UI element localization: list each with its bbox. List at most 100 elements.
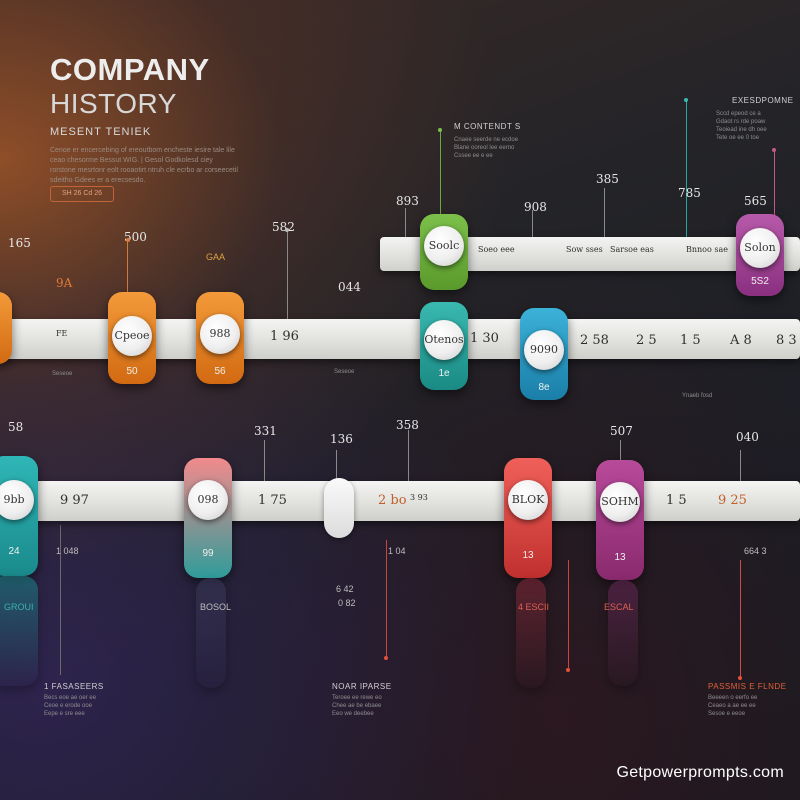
detail-number: 1 048 (56, 546, 79, 556)
footer-line: Sesoe e eeoe (708, 711, 746, 717)
tag-button[interactable]: SH 26 Cd 26 (50, 186, 114, 202)
timeline-pill[interactable]: SOHM 13 (596, 460, 644, 580)
mid-top-line: Cssee ee e ee (454, 153, 493, 159)
pill-number: 24 (8, 546, 20, 557)
detail-number: 1 04 (388, 546, 406, 556)
band-label: Sarsoe eas (610, 245, 654, 254)
connector-line (774, 150, 775, 240)
connector-line (287, 230, 288, 320)
connector-line (336, 450, 337, 480)
band-label: 1 5 (680, 333, 701, 348)
pill-number: 1e (438, 368, 450, 379)
marker-dot (738, 676, 742, 680)
connector-line (127, 240, 128, 320)
marker-dot (384, 656, 388, 660)
band-label: 3 93 (410, 493, 428, 502)
band-label: Sow sses (566, 245, 603, 254)
band-label: Soeo eee (478, 245, 515, 254)
timeline-pill[interactable] (0, 292, 12, 364)
connector-line (264, 440, 265, 482)
pill-disc: 9bb (0, 480, 34, 520)
note-text: Seseoe (52, 371, 73, 377)
pill-disc: SOHM (600, 482, 640, 522)
marker-dot (285, 228, 289, 232)
pill-disc: Soolc (424, 226, 464, 266)
connector-line (740, 560, 741, 680)
footer-line: Becs eoe ae oer ee (44, 695, 97, 701)
timeline-pill[interactable]: 9090 8e (520, 308, 568, 400)
footer-line: Ceoe e erode ooe (44, 703, 93, 709)
pill-number: 50 (126, 366, 138, 377)
mid-top-heading: M CONTENDT S (454, 122, 521, 131)
band-label: Bnnoo sae (686, 245, 728, 254)
pill-number: 5S2 (751, 276, 769, 287)
connector-line (568, 560, 569, 670)
timeline-pill[interactable]: Otenos 1e (420, 302, 468, 390)
timeline-band-bottom: 9 97 1 75 2 bo 3 93 1 5 9 25 (0, 481, 800, 521)
year-label: 58 (8, 420, 24, 434)
connector-line (440, 130, 441, 220)
year-label: 9A (56, 276, 73, 290)
connector-line (740, 450, 741, 482)
top-right-heading: EXESDPOMNE (732, 96, 794, 105)
pill-number: 13 (522, 550, 534, 561)
pill-tail (0, 576, 38, 686)
footer-heading: 1 FASASEERS (44, 682, 104, 691)
footer-line: Teroee ee rewe eo (332, 695, 382, 701)
note-text: Seseoe (334, 369, 355, 375)
footer-line: Beeeen o eerfo ee (708, 695, 758, 701)
band-label: A 8 (730, 333, 752, 348)
connector-line (532, 210, 533, 240)
timeline-pill[interactable]: Soolc (420, 214, 468, 290)
pill-disc: 9090 (524, 330, 564, 370)
year-sublabel: GAA (206, 252, 226, 262)
pill-number: 13 (614, 552, 626, 563)
page-title: COMPANY (50, 52, 210, 87)
timeline-pill[interactable]: 098 99 (184, 458, 232, 578)
timeline-pill[interactable]: 9bb 24 (0, 456, 38, 576)
timeline-pill[interactable]: Solon 5S2 (736, 214, 784, 296)
year-label: 565 (744, 194, 767, 208)
page-title-secondary: HISTORY (50, 88, 177, 119)
marker-dot (772, 148, 776, 152)
band-label: 9 25 (718, 493, 747, 508)
note-text: Ynaeb fosd (682, 393, 713, 399)
connector-line (60, 525, 61, 675)
band-label: 1 5 (666, 493, 687, 508)
pill-disc: Cpeoe (112, 316, 152, 356)
pill-disc: Solon (740, 228, 780, 268)
year-label: 331 (254, 424, 277, 438)
year-label: 044 (338, 280, 361, 294)
year-label: 908 (524, 200, 547, 214)
pill-tail (516, 578, 546, 688)
intro-text: Cenoe er encercebing of ereoutbom enches… (50, 147, 238, 184)
detail-number: 0 82 (338, 598, 356, 608)
timeline-pill[interactable]: 988 56 (196, 292, 244, 384)
connector-line (604, 188, 605, 238)
band-label: 2 bo (378, 493, 407, 508)
connector-line (686, 100, 687, 240)
pill-number: 99 (202, 548, 214, 559)
timeline-pill[interactable]: Cpeoe 50 (108, 292, 156, 384)
pill-number: 56 (214, 366, 226, 377)
detail-label: BOSOL (200, 602, 232, 612)
band-label: 1 75 (258, 493, 287, 508)
connector-line (405, 208, 406, 248)
year-label: 507 (610, 424, 633, 438)
year-label: 358 (396, 418, 419, 432)
touch-marker (324, 478, 354, 538)
detail-label: ESCAL (604, 602, 634, 612)
detail-label: GROUI (4, 602, 34, 612)
page-subtitle: MESENT TENIEK (50, 126, 152, 138)
footer-line: Eepe e sre eee (44, 711, 85, 717)
band-label: 2 58 (580, 333, 609, 348)
timeline-pill[interactable]: BLOK 13 (504, 458, 552, 578)
pill-disc: 098 (188, 480, 228, 520)
band-label: FE (56, 329, 68, 338)
marker-dot (438, 128, 442, 132)
band-label: 1 30 (470, 331, 499, 346)
year-label: 893 (396, 194, 419, 208)
footer-line: Ceaeo a ae ee ee (708, 703, 756, 709)
mid-top-line: Blane ooreol lee eerno (454, 145, 515, 151)
band-label: 9 97 (60, 493, 89, 508)
